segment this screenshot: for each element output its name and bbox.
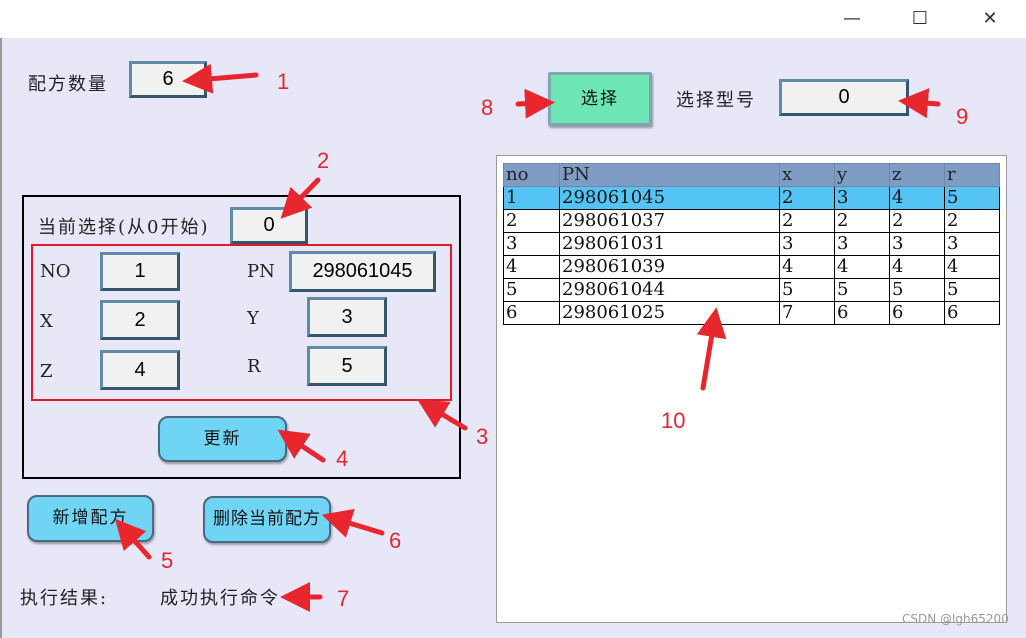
annotation-marker: 1 xyxy=(277,69,290,94)
delete-recipe-button[interactable]: 删除当前配方 xyxy=(203,496,331,543)
window-left-edge xyxy=(0,0,2,638)
table-cell: 6 xyxy=(944,301,1000,325)
current-recipe-group xyxy=(22,195,461,479)
table-cell: 3 xyxy=(834,232,890,256)
column-header[interactable]: x xyxy=(779,163,835,187)
annotation-arrow xyxy=(182,63,259,94)
table-cell: 5 xyxy=(944,278,1000,302)
annotation-marker: 4 xyxy=(336,446,349,471)
table-cell: 2 xyxy=(779,186,835,210)
minimize-icon[interactable]: — xyxy=(843,8,861,29)
select-model-label: 选择型号 xyxy=(676,90,756,111)
recipe-count-label: 配方数量 xyxy=(28,74,108,95)
annotation-arrow xyxy=(696,307,727,391)
select-button[interactable]: 选择 xyxy=(548,72,652,126)
table-cell: 5 xyxy=(944,186,1000,210)
title-bar: — ☐ ✕ xyxy=(0,0,1026,38)
annotation-arrow xyxy=(115,518,152,560)
watermark: CSDN @lgh65200 xyxy=(902,612,1009,626)
x-field[interactable]: 2 xyxy=(100,300,180,340)
table-cell: 5 xyxy=(889,278,945,302)
table-cell: 4 xyxy=(779,255,835,279)
table-cell: 2 xyxy=(944,209,1000,233)
z-label: Z xyxy=(40,361,53,382)
annotation-arrow xyxy=(417,399,468,431)
column-header[interactable]: r xyxy=(944,163,1000,187)
current-selection-label: 当前选择(从0开始) xyxy=(38,217,210,238)
column-header[interactable]: z xyxy=(889,163,945,187)
annotation-arrow xyxy=(898,88,941,119)
no-field[interactable]: 1 xyxy=(100,252,180,291)
recipe-detail-box xyxy=(31,244,452,401)
column-header[interactable]: no xyxy=(503,163,560,187)
table-cell: 6 xyxy=(834,301,890,325)
result-value: 成功执行命令 xyxy=(160,588,280,609)
r-field[interactable]: 5 xyxy=(307,346,387,386)
maximize-icon[interactable]: ☐ xyxy=(911,8,929,29)
annotation-marker: 9 xyxy=(956,104,969,129)
result-label: 执行结果: xyxy=(20,588,109,609)
table-cell: 7 xyxy=(779,301,835,325)
x-label: X xyxy=(40,311,53,332)
table-cell: 298061031 xyxy=(559,232,780,256)
annotation-marker: 2 xyxy=(317,148,330,173)
select-model-field[interactable]: 0 xyxy=(779,79,909,116)
y-field[interactable]: 3 xyxy=(307,297,387,337)
annotation-marker: 3 xyxy=(476,424,489,449)
annotation-arrow xyxy=(321,509,385,538)
pn-field[interactable]: 298061045 xyxy=(289,251,436,292)
annotation-arrow xyxy=(280,177,321,219)
table-cell: 298061045 xyxy=(559,186,780,210)
annotation-marker: 6 xyxy=(389,528,402,553)
table-cell: 3 xyxy=(503,232,560,256)
table-cell: 6 xyxy=(889,301,945,325)
table-header-row: no PN x y z r xyxy=(503,163,1000,187)
table-cell: 5 xyxy=(779,278,835,302)
close-icon[interactable]: ✕ xyxy=(982,8,998,29)
table-cell: 298061044 xyxy=(559,278,780,302)
r-label: R xyxy=(247,356,261,377)
annotation-marker: 7 xyxy=(337,586,350,611)
table-cell: 2 xyxy=(889,209,945,233)
table-cell: 3 xyxy=(779,232,835,256)
table-cell: 298061037 xyxy=(559,209,780,233)
no-label: NO xyxy=(40,261,71,282)
table-cell: 5 xyxy=(834,278,890,302)
pn-label: PN xyxy=(247,261,275,282)
update-button[interactable]: 更新 xyxy=(158,416,287,462)
annotation-marker: 8 xyxy=(481,95,494,120)
z-field[interactable]: 4 xyxy=(100,350,180,390)
annotation-marker: 5 xyxy=(161,548,174,573)
column-header[interactable]: PN xyxy=(559,163,780,187)
y-label: Y xyxy=(247,308,259,329)
annotation-arrow xyxy=(515,88,555,119)
table-cell: 6 xyxy=(503,301,560,325)
annotation-marker: 10 xyxy=(661,408,686,433)
table-cell: 4 xyxy=(944,255,1000,279)
table-cell: 1 xyxy=(503,186,560,210)
annotation-arrow xyxy=(277,429,326,463)
table-cell: 5 xyxy=(503,278,560,302)
table-cell: 3 xyxy=(944,232,1000,256)
